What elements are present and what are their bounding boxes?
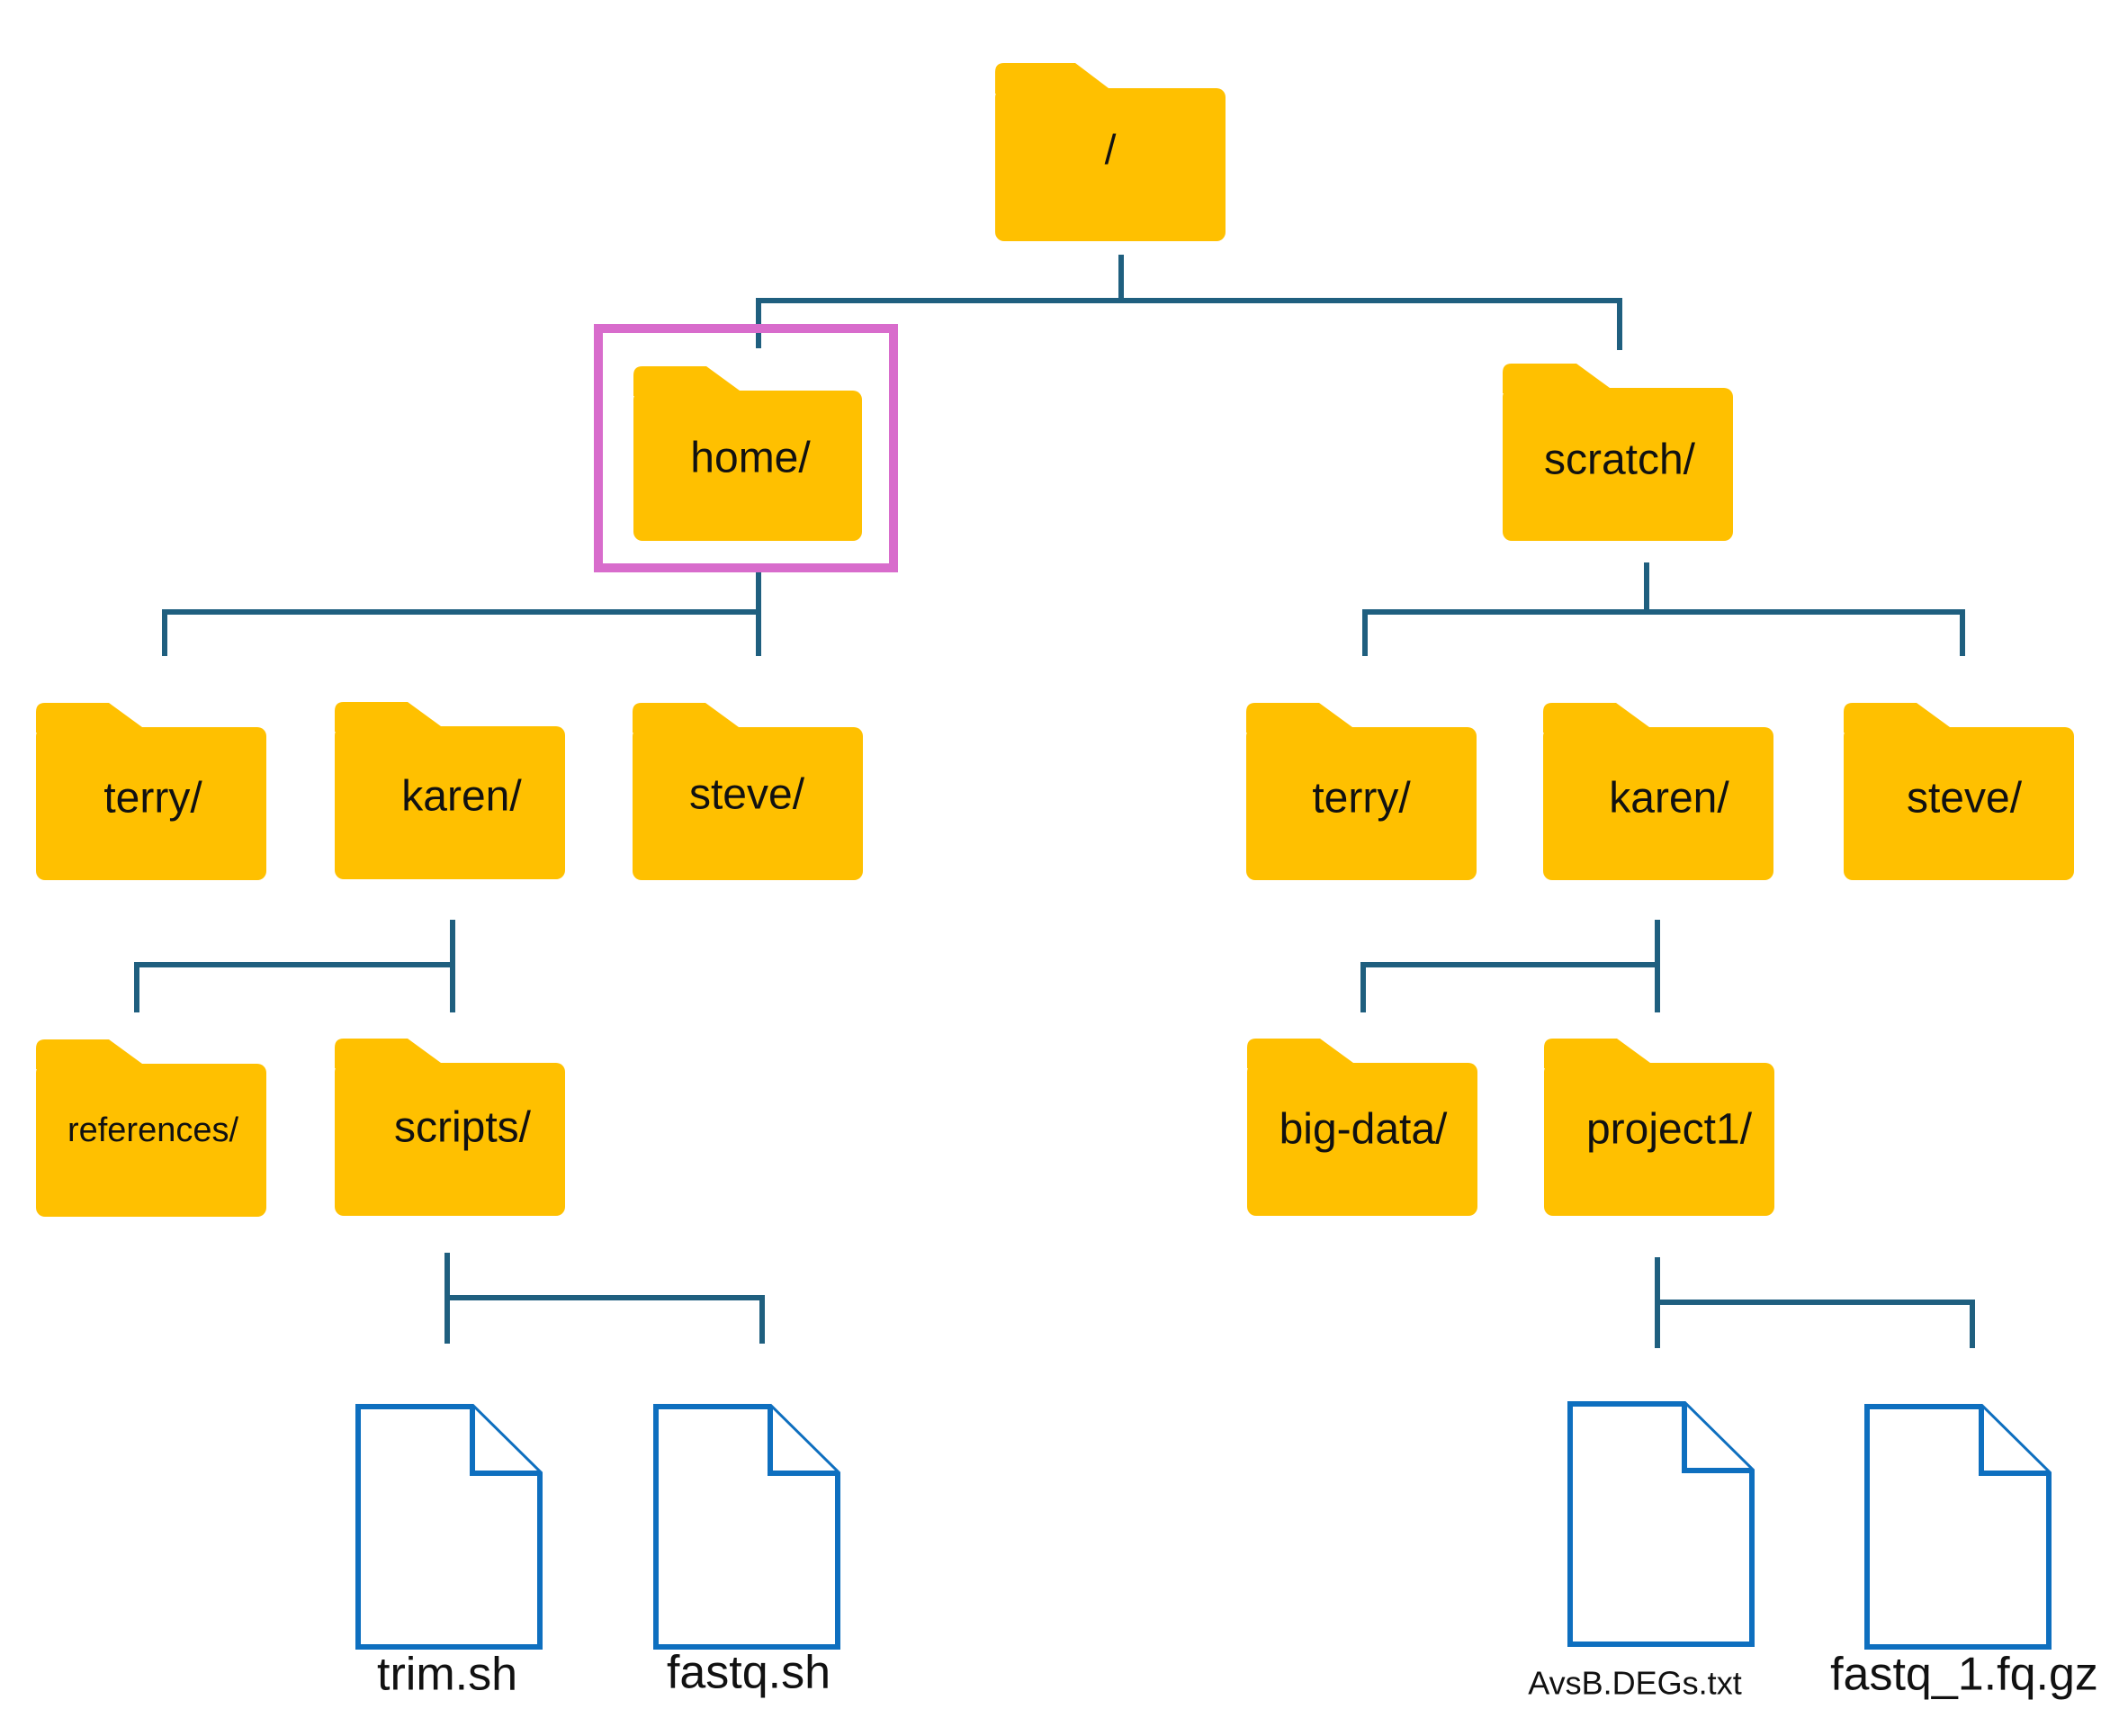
- folder-label: terry/: [103, 775, 202, 823]
- connector-scratch-karen-bar: [1360, 962, 1660, 1012]
- folder-root[interactable]: /: [995, 63, 1226, 241]
- folder-icon: [1543, 703, 1773, 880]
- connector-scratch-bar: [1362, 609, 1965, 656]
- folder-label: project1/: [1586, 1106, 1753, 1154]
- folder-icon: [1503, 364, 1733, 541]
- file-icon: [1864, 1404, 2052, 1650]
- folder-label: karen/: [1609, 775, 1729, 823]
- folder-icon: [1246, 703, 1477, 880]
- folder-references[interactable]: references/: [36, 1039, 266, 1217]
- folder-label: home/: [690, 435, 811, 482]
- connector-home-karen-bar: [134, 962, 455, 1012]
- highlight-box: [594, 324, 898, 572]
- folder-scratch-karen[interactable]: karen/: [1543, 703, 1773, 880]
- folder-icon: [1544, 1039, 1774, 1216]
- file-fastq-gz[interactable]: fastq_1.fq.gz: [1830, 1404, 2098, 1701]
- folder-scratch[interactable]: scratch/: [1503, 364, 1733, 541]
- folder-home-steve[interactable]: steve/: [633, 703, 863, 880]
- file-fastq-sh[interactable]: fastq.sh: [653, 1404, 840, 1699]
- file-icon: [355, 1404, 543, 1650]
- file-label: fastq.sh: [667, 1647, 831, 1699]
- folder-label: steve/: [1907, 775, 2023, 823]
- connector-scripts-bar: [444, 1295, 765, 1344]
- connector-project1-bar: [1655, 1300, 1975, 1348]
- folder-scratch-steve[interactable]: steve/: [1844, 703, 2074, 880]
- file-icon: [653, 1404, 840, 1650]
- folder-scratch-terry[interactable]: terry/: [1246, 703, 1477, 880]
- file-label: trim.sh: [377, 1649, 517, 1701]
- folder-icon: [633, 703, 863, 880]
- folder-icon: [36, 1039, 266, 1217]
- file-label: fastq_1.fq.gz: [1830, 1649, 2098, 1701]
- folder-home-terry[interactable]: terry/: [36, 703, 266, 880]
- folder-label: steve/: [689, 771, 805, 819]
- folder-label: karen/: [401, 773, 522, 821]
- folder-icon: [995, 63, 1226, 241]
- folder-icon: [335, 1039, 565, 1216]
- file-trim-sh[interactable]: trim.sh: [355, 1404, 543, 1701]
- file-avsb-degs[interactable]: AvsB.DEGs.txt: [1528, 1401, 1755, 1702]
- folder-icon: [633, 366, 862, 541]
- folder-label: terry/: [1312, 775, 1411, 823]
- file-label: AvsB.DEGs.txt: [1528, 1665, 1741, 1702]
- file-icon: [1567, 1401, 1755, 1647]
- folder-label: big-data/: [1279, 1106, 1448, 1154]
- folder-icon: [1844, 703, 2074, 880]
- folder-home-karen[interactable]: karen/: [335, 702, 565, 879]
- folder-icon: [335, 702, 565, 879]
- folder-home[interactable]: home/: [633, 366, 862, 541]
- folder-project1[interactable]: project1/: [1544, 1039, 1774, 1216]
- connector-home-bar: [162, 609, 761, 656]
- connector-root-bar: [756, 298, 1622, 350]
- folder-big-data[interactable]: big-data/: [1247, 1039, 1477, 1216]
- folder-label: references/: [67, 1111, 239, 1149]
- connectors: [134, 255, 1975, 1348]
- folder-icon: [1247, 1039, 1477, 1216]
- folder-label: /: [1105, 126, 1117, 173]
- folder-label: scratch/: [1544, 436, 1696, 484]
- folder-icon: [36, 703, 266, 880]
- folder-label: scripts/: [394, 1104, 532, 1152]
- folder-scripts[interactable]: scripts/: [335, 1039, 565, 1216]
